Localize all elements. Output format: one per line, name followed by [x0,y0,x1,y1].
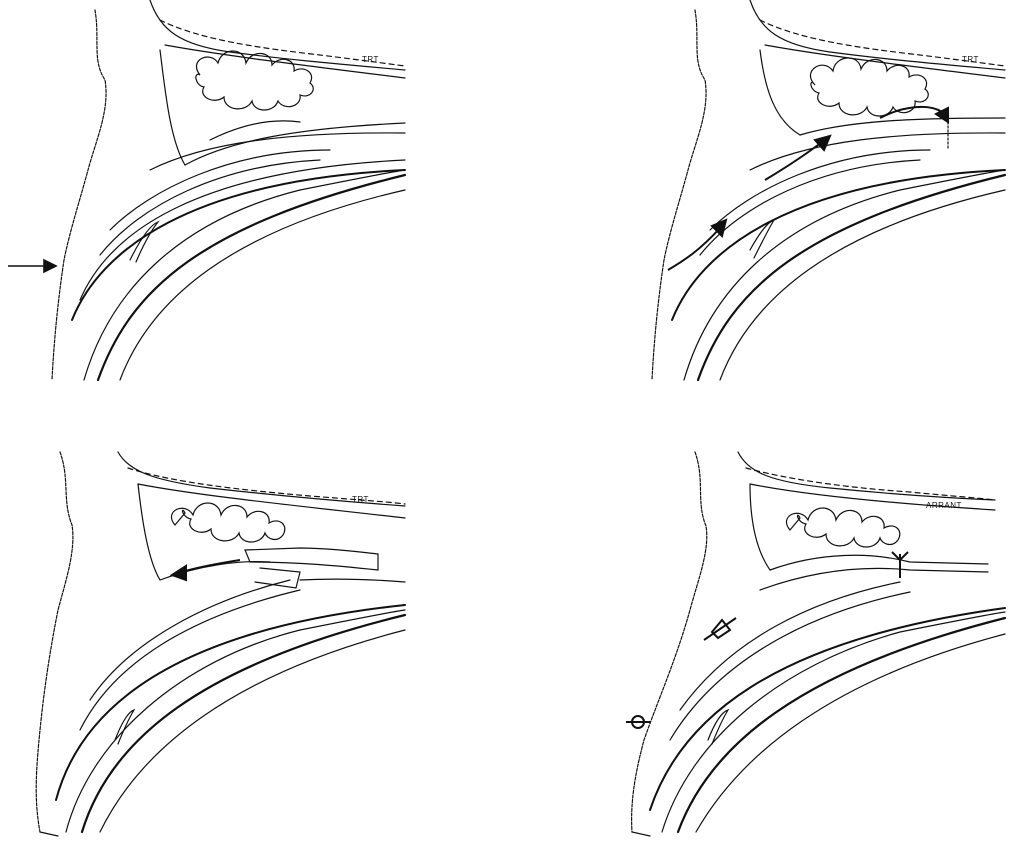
band-outer-3 [684,170,1005,380]
funnel-line [138,484,160,580]
band-outer-2 [650,608,1005,810]
band-outer-3 [84,170,405,380]
skin-contour [36,452,73,832]
skin-entry-arrow [8,260,56,272]
retracted-flap [245,548,378,570]
panel-3-label: TRT [352,495,369,504]
panel-1: TRT [0,0,420,400]
band-1 [185,123,405,165]
panel-4-label: ARRANT [926,501,962,510]
panel-2-drawing: TRT [600,0,1020,400]
band-outer-3 [66,610,405,832]
bottom-cap [632,832,650,836]
band-outer-5 [696,634,1005,832]
panel-3: TRT [0,440,420,840]
loop [115,710,134,744]
gland-lobules [786,508,899,547]
repaired-flap-bottom [760,568,988,590]
band-inner-2 [700,160,920,255]
loop [708,710,728,744]
band-2 [300,579,405,582]
skin-contour [52,10,106,380]
panel-2: TRT [600,0,1020,400]
flap-advance-arrow [765,136,830,180]
band-outer-2 [672,170,1005,320]
band-outer-2 [72,170,405,320]
funnel-line [160,50,185,165]
bottom-cap [40,832,58,836]
band-outer-2 [56,605,405,800]
panel-4-drawing: ARRANT [600,440,1020,840]
panel-1-drawing: TRT [0,0,420,400]
upper-layer-texture [746,468,995,500]
panel-3-drawing: TRT [0,440,420,840]
loop [130,222,158,262]
gland-lobules [171,503,284,542]
flap-advance-arrow [668,220,726,270]
upper-layer-top [738,452,995,500]
panel-2-label: TRT [962,55,979,64]
repaired-flap-top [770,555,988,570]
skin-contour [652,10,706,380]
band-outer-4 [678,618,1005,832]
panel-1-label: TRT [362,55,379,64]
funnel-line [750,484,770,570]
suture-marks [626,552,908,728]
band-inner-2 [100,160,320,255]
funnel-line [760,50,800,135]
flap-end [255,568,300,588]
skin-contour [632,452,707,832]
band-inner-1 [680,582,900,710]
panel-4: ARRANT [600,440,1020,840]
band-outer-3 [662,612,1005,832]
band-outer-5 [720,190,1005,380]
band-outer-5 [100,630,405,832]
band-outer-5 [120,190,405,380]
